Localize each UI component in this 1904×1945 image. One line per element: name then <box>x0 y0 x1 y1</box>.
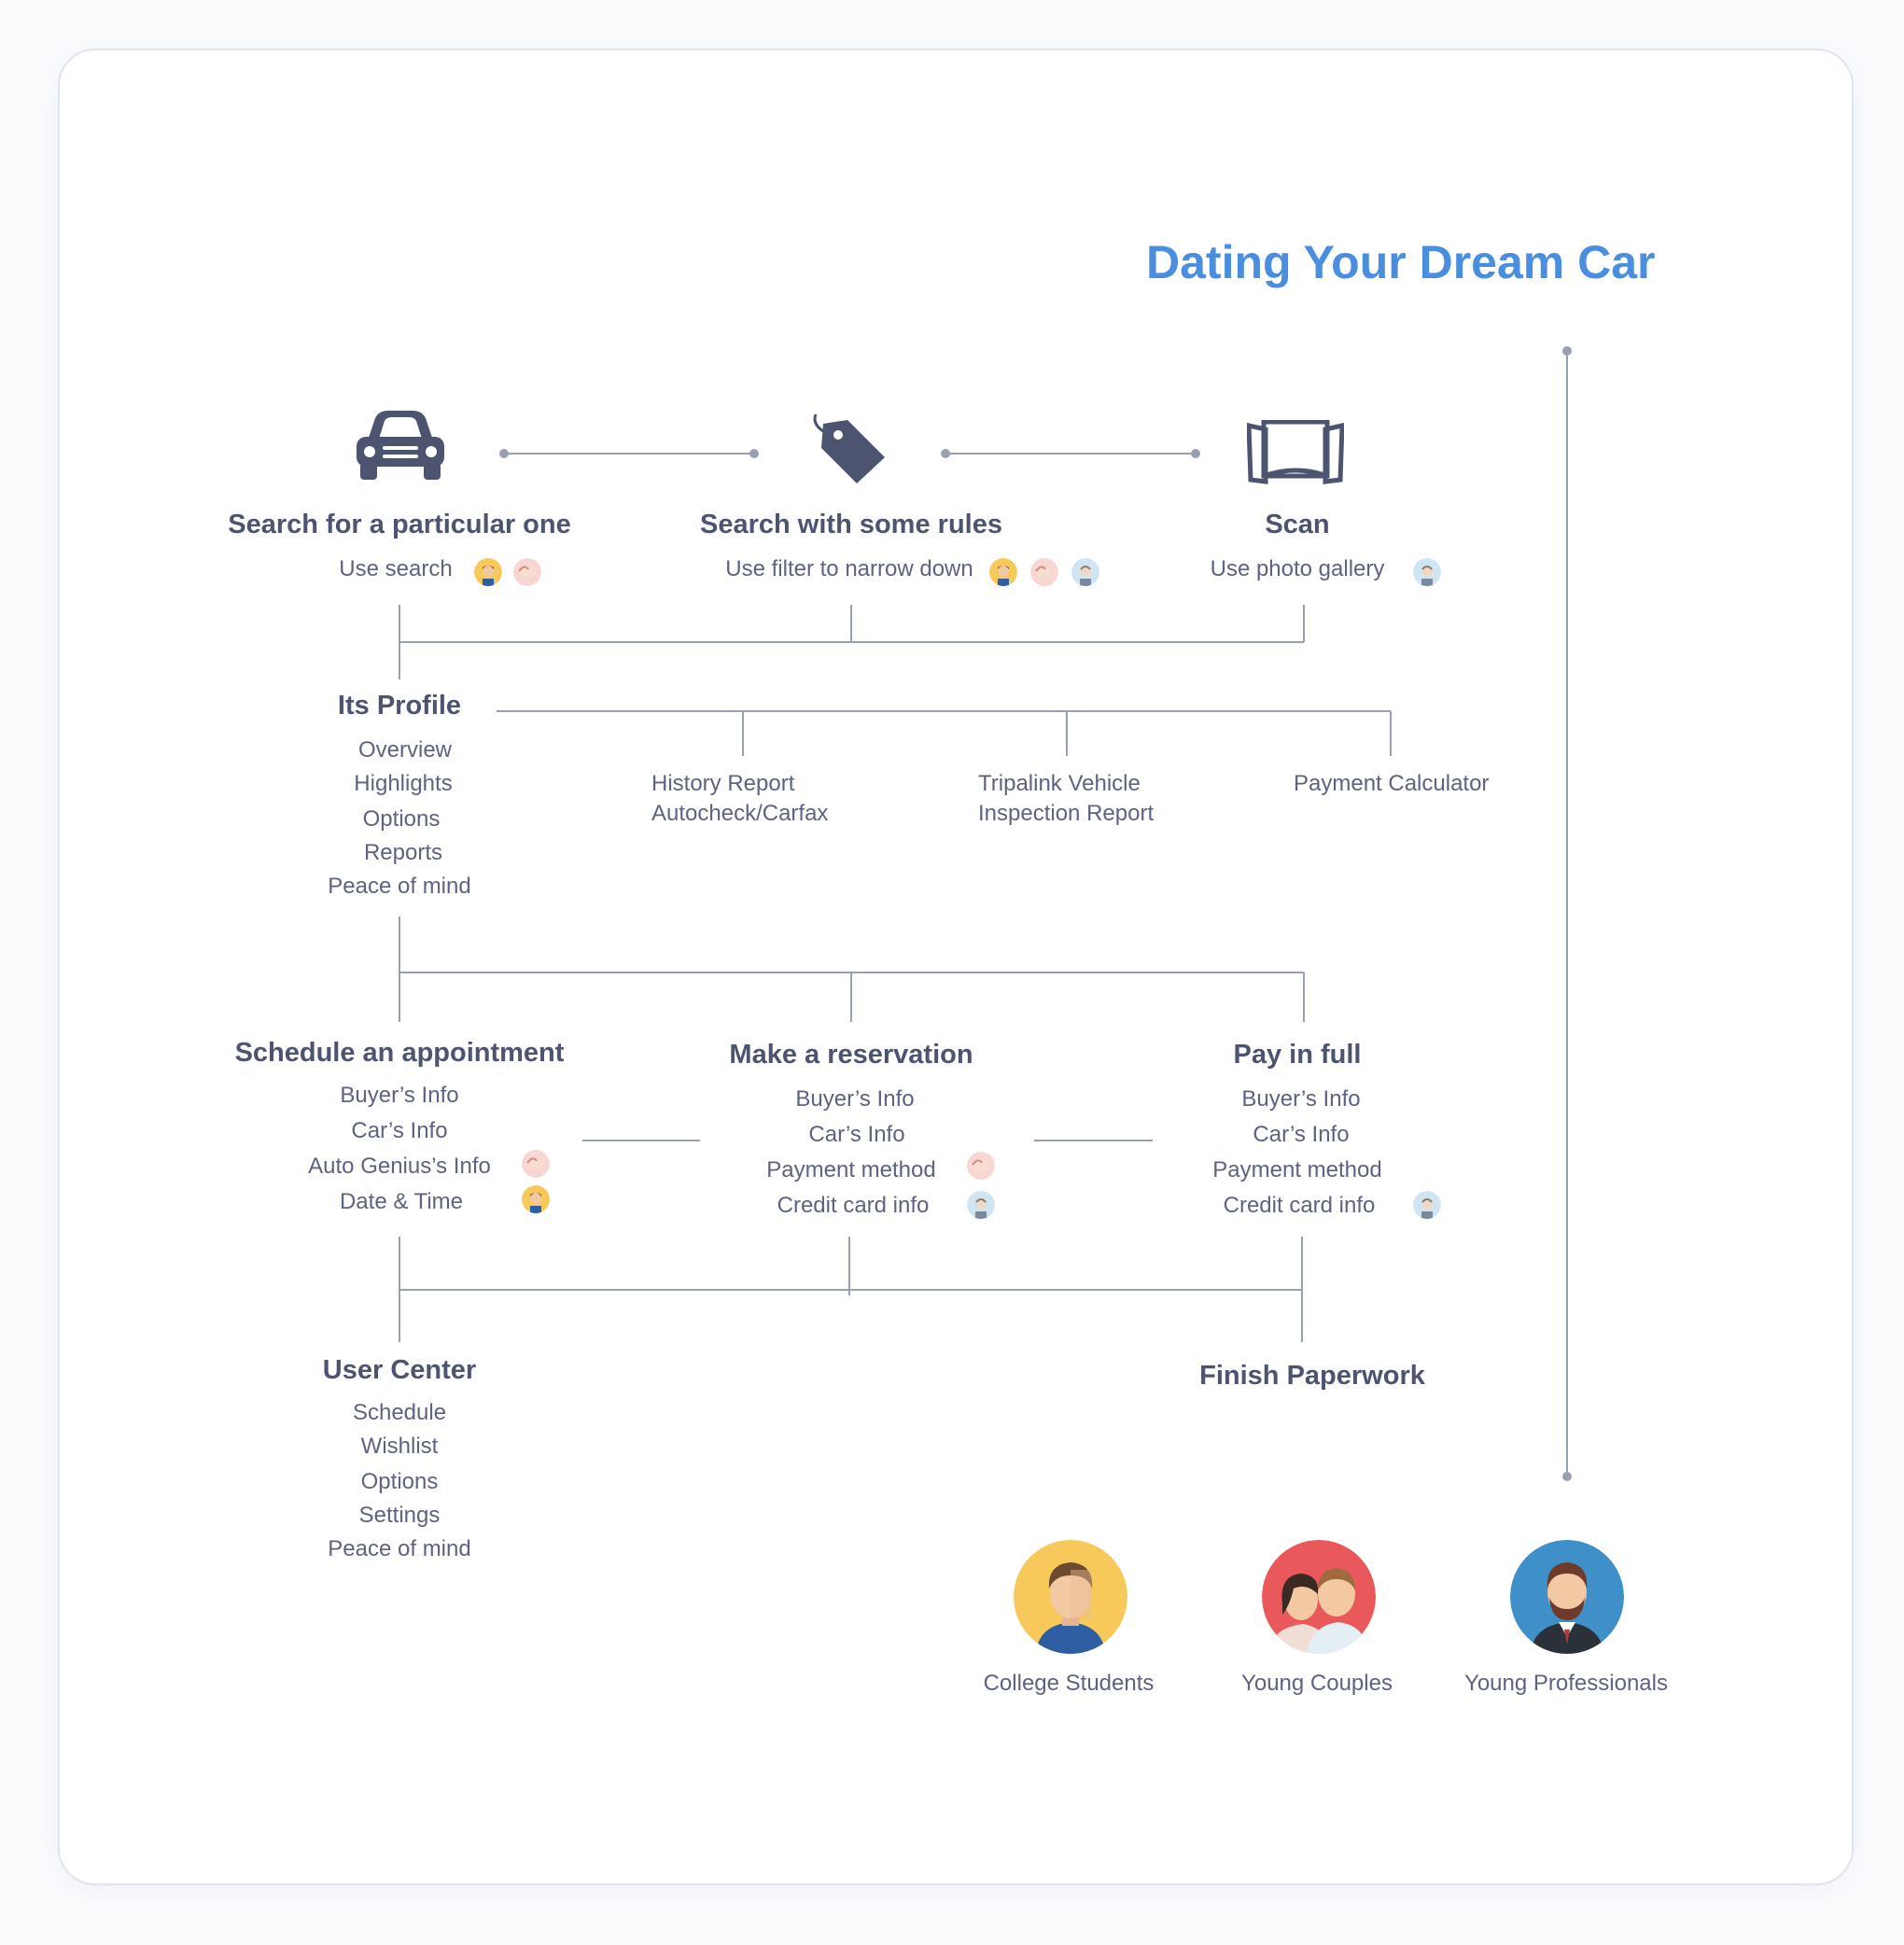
photo-gallery-icon <box>1247 420 1344 484</box>
persona-label-young-professionals: Young Professionals <box>1464 1671 1668 1696</box>
user-center-item: Options <box>360 1469 439 1494</box>
reservation-item: Buyer’s Info <box>795 1086 915 1112</box>
finish-paperwork-heading: Finish Paperwork <box>1199 1361 1425 1391</box>
young-couple-avatar-icon <box>1030 558 1058 586</box>
young-couple-avatar-icon <box>522 1150 550 1178</box>
car-icon <box>357 411 444 480</box>
young-couples-avatar-icon <box>1262 1540 1376 1654</box>
user-center-item: Wishlist <box>360 1434 439 1459</box>
user-center-item: Schedule <box>352 1400 447 1425</box>
scan-heading: Scan <box>1265 510 1330 539</box>
user-center-item: Peace of mind <box>328 1536 471 1561</box>
profile-item: Options <box>362 806 441 832</box>
search-particular-heading: Search for a particular one <box>228 510 571 539</box>
payment-calculator-label: Payment Calculator <box>1294 771 1490 796</box>
schedule-item: Auto Genius’s Info <box>308 1154 491 1179</box>
inspection-report-sublabel: Inspection Report <box>978 801 1155 826</box>
young-professional-avatar-icon <box>1413 558 1441 586</box>
reservation-item: Credit card info <box>777 1193 930 1218</box>
college-students-avatar-icon <box>1014 1540 1127 1654</box>
young-professional-avatar-icon <box>967 1191 995 1219</box>
college-student-avatar-icon <box>522 1185 550 1213</box>
user-center-heading: User Center <box>322 1355 477 1385</box>
reservation-heading: Make a reservation <box>729 1040 973 1070</box>
diagram-title: Dating Your Dream Car <box>1146 236 1656 288</box>
history-report-label: History Report <box>651 771 795 796</box>
pay-item: Car’s Info <box>1253 1122 1350 1147</box>
young-professional-avatar-icon <box>1413 1191 1441 1219</box>
young-couple-avatar-icon <box>513 558 541 586</box>
young-professional-avatar-icon <box>1071 558 1099 586</box>
college-student-avatar-icon <box>474 558 502 586</box>
reservation-item: Car’s Info <box>808 1122 905 1147</box>
search-rules-heading: Search with some rules <box>700 510 1002 539</box>
profile-item: Peace of mind <box>328 874 471 899</box>
persona-label-college-students: College Students <box>983 1671 1155 1696</box>
inspection-report-label: Tripalink Vehicle <box>978 771 1141 796</box>
history-report-sublabel: Autocheck/Carfax <box>651 801 829 826</box>
young-professionals-avatar-icon <box>1510 1540 1624 1654</box>
schedule-appointment-heading: Schedule an appointment <box>234 1038 565 1068</box>
search-particular-detail: Use search <box>339 556 453 581</box>
pay-in-full-heading: Pay in full <box>1233 1040 1362 1070</box>
schedule-item: Date & Time <box>339 1189 464 1214</box>
college-student-avatar-icon <box>989 558 1017 586</box>
search-rules-detail: Use filter to narrow down <box>725 556 973 581</box>
schedule-item: Car’s Info <box>351 1118 448 1143</box>
scan-detail: Use photo gallery <box>1210 556 1385 581</box>
pay-item: Buyer’s Info <box>1241 1086 1361 1112</box>
profile-heading: Its Profile <box>337 691 462 721</box>
profile-item: Reports <box>363 840 443 865</box>
profile-item: Overview <box>357 737 453 763</box>
price-tag-icon <box>813 413 885 483</box>
reservation-item: Payment method <box>766 1157 936 1182</box>
young-couple-avatar-icon <box>967 1152 995 1180</box>
pay-item: Credit card info <box>1223 1193 1376 1218</box>
persona-label-young-couples: Young Couples <box>1241 1671 1393 1696</box>
schedule-item: Buyer’s Info <box>340 1083 459 1108</box>
user-center-item: Settings <box>358 1503 441 1528</box>
profile-item: Highlights <box>354 771 453 796</box>
pay-item: Payment method <box>1212 1157 1382 1182</box>
